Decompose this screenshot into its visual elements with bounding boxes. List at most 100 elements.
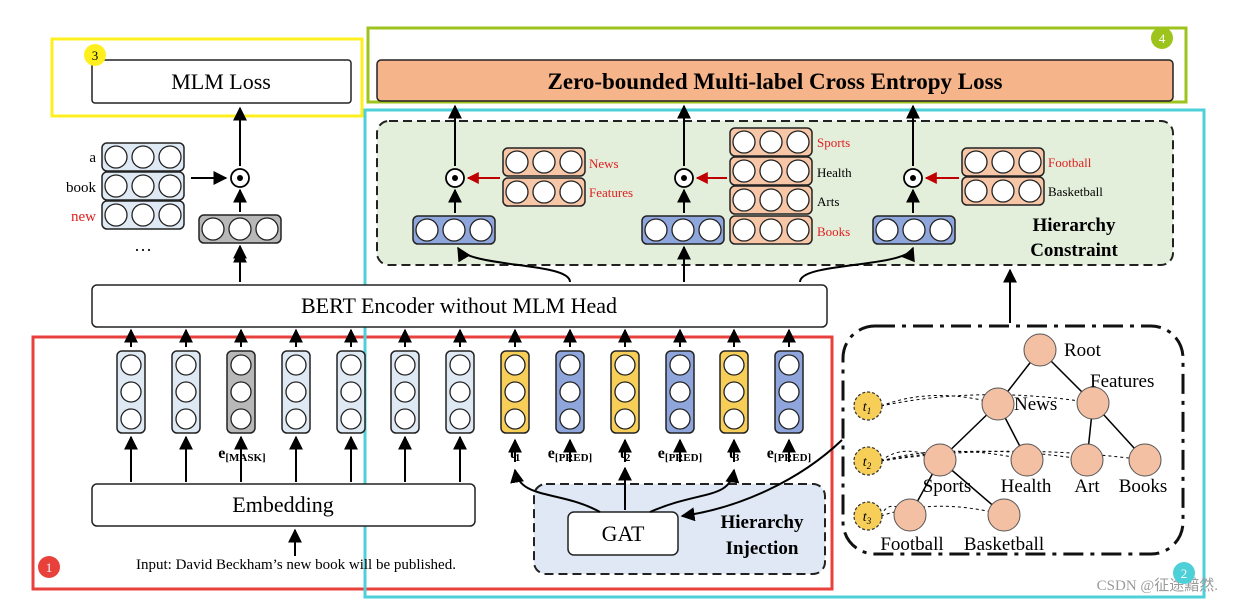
virtual-edge-t2-art: [880, 450, 1088, 462]
tree-label-health: Health: [1001, 476, 1052, 497]
frame-1-input: [31, 335, 834, 591]
bert-encoder-label: BERT Encoder without MLM Head: [301, 293, 617, 318]
svg-text:t3: t3: [729, 445, 740, 464]
tree-label-art: Art: [1074, 476, 1100, 497]
label-embedding-vector-3-2: [961, 176, 1045, 206]
mlm-word-book: book: [66, 180, 97, 196]
token-column-1: [116, 350, 146, 434]
token-column-4: [281, 350, 311, 434]
embedding-label: Embedding: [232, 492, 333, 517]
label-basketball: Basketball: [1048, 184, 1103, 199]
constraint-dot-product-icon-3: [903, 168, 923, 188]
token-column-13: [774, 350, 804, 434]
svg-text:t3: t3: [863, 510, 872, 526]
virtual-node-t2: t2: [853, 446, 883, 476]
mlm-vector-book: [101, 171, 185, 201]
badge-3: [84, 44, 106, 66]
label-features: Features: [589, 185, 633, 200]
label-arts: Arts: [817, 194, 839, 209]
token-column-5: [336, 350, 366, 434]
token-label-t1: t1: [510, 445, 521, 464]
badge-4-label: 4: [1159, 31, 1166, 46]
label-embedding-vector-1-1: [502, 147, 586, 177]
token-column-3: [226, 350, 256, 434]
label-embedding-vector-2-4: [729, 215, 813, 245]
badge-1-label: 1: [46, 560, 53, 575]
constraint-dot-product-icon-2: [674, 168, 694, 188]
embedding-box: [91, 483, 476, 527]
tree-label-features: Features: [1090, 371, 1154, 392]
label-health: Health: [817, 165, 852, 180]
svg-text:e[MASK]: e[MASK]: [218, 445, 265, 464]
frame-4-loss: [366, 26, 1188, 104]
hierarchy-constraint-line2: Constraint: [1030, 240, 1118, 261]
token-label-e-pred-1: e[PRED]: [548, 445, 592, 464]
virtual-node-t1: t1: [853, 391, 883, 421]
tree-node-books: [1128, 443, 1162, 477]
token-column-11: [665, 350, 695, 434]
label-embedding-vector-2-2: [729, 156, 813, 186]
constraint-pred-vector-3: [872, 215, 956, 245]
mlm-mask-output-vector: [198, 214, 282, 244]
frame-3-mlm: [50, 37, 364, 118]
input-sentence: Input: David Beckham’s new book will be …: [136, 557, 456, 573]
label-embedding-vector-2-1: [729, 127, 813, 157]
label-sports: Sports: [817, 135, 850, 150]
svg-text:t1: t1: [863, 400, 871, 416]
zmlce-loss-box: [376, 59, 1174, 102]
constraint-dot-product-icon-1: [445, 168, 465, 188]
label-football: Football: [1048, 155, 1092, 170]
token-label-e-pred-2: e[PRED]: [658, 445, 702, 464]
tree-label-books: Books: [1119, 476, 1168, 497]
tree-node-art: [1070, 443, 1104, 477]
badge-2: [1173, 562, 1195, 584]
gat-box: [567, 511, 679, 556]
svg-text:t2: t2: [620, 445, 631, 464]
tree-label-football: Football: [880, 534, 943, 555]
tree-node-news: [981, 387, 1015, 421]
token-column-12: [719, 350, 749, 434]
tree-label-news: News: [1014, 394, 1057, 415]
badge-1: [38, 556, 60, 578]
virtual-edge-t1-news: [880, 395, 999, 407]
hierarchy-constraint-line1: Hierarchy: [1032, 215, 1116, 236]
constraint-pred-vector-2: [641, 215, 725, 245]
label-embedding-vector-1-2: [502, 177, 586, 207]
tree-node-root: [1023, 333, 1057, 367]
mlm-dot-product-icon: [230, 168, 250, 188]
tree-label-sports: Sports: [923, 476, 972, 497]
token-column-2: [171, 350, 201, 434]
label-embedding-vector-2-3: [729, 185, 813, 215]
mlm-word-a: a: [89, 150, 96, 166]
label-news: News: [589, 156, 619, 171]
gat-label: GAT: [602, 521, 645, 546]
arrow-gat-to-t1: [510, 468, 601, 513]
token-column-7: [445, 350, 475, 434]
mlm-loss-box: [91, 59, 352, 104]
arrow-encoder-to-pred-3: [799, 246, 915, 283]
token-column-8: [500, 350, 530, 434]
mlm-loss-label: MLM Loss: [171, 69, 271, 94]
bert-encoder-box: [91, 284, 828, 328]
mlm-vector-new: [101, 200, 185, 230]
mlm-vector-a: [101, 142, 185, 172]
svg-text:e[PRED]: e[PRED]: [767, 445, 811, 464]
svg-text:t2: t2: [863, 455, 872, 471]
mlm-word-new: new: [71, 209, 96, 225]
tree-node-basketball: [987, 498, 1021, 532]
token-label-e-mask: e[MASK]: [218, 445, 265, 464]
tree-node-health: [1010, 443, 1044, 477]
tree-label-basketball: Basketball: [964, 534, 1044, 555]
mlm-ellipsis: ···: [134, 240, 152, 260]
arrow-gat-to-t3: [649, 468, 740, 513]
badge-2-label: 2: [1181, 566, 1188, 581]
hierarchy-injection-line1: Hierarchy: [720, 512, 804, 533]
token-label-e-pred-3: e[PRED]: [767, 445, 811, 464]
token-label-t3: t3: [729, 445, 740, 464]
token-column-9: [555, 350, 585, 434]
tree-node-football: [893, 498, 927, 532]
virtual-edge-t2-books: [880, 450, 1146, 462]
svg-text:e[PRED]: e[PRED]: [548, 445, 592, 464]
